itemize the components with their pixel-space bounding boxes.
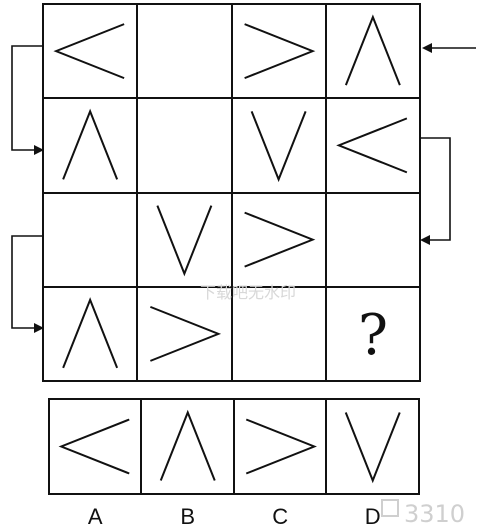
option-label-c: C: [272, 504, 288, 529]
watermark-logo-icon: [381, 499, 399, 517]
watermark-corner-text: 3310: [404, 500, 465, 528]
chevron-right-icon: [244, 23, 316, 80]
chevron-up-icon: [344, 14, 401, 86]
chevron-down-icon: [250, 111, 307, 183]
chevron-left-icon: [53, 23, 125, 80]
chevron-up-icon: [62, 297, 119, 369]
chevron-left-icon: [336, 117, 408, 174]
option-label-b: B: [180, 504, 195, 529]
arrowhead-icon: [422, 43, 432, 53]
arrowhead-icon: [34, 323, 44, 333]
path-arrows: [11, 45, 476, 329]
option-label-a: A: [88, 504, 103, 529]
option-labels: A B C D: [88, 504, 381, 529]
grid-shapes: [53, 14, 408, 369]
option-d-chevron-icon: [344, 412, 401, 484]
chevron-right-icon: [244, 211, 316, 268]
arrowhead-icon: [420, 235, 430, 245]
options-strip: [48, 398, 420, 495]
connector-row-2-to-3: [420, 137, 451, 241]
watermark-corner: 3310: [381, 499, 465, 528]
chevron-right-icon: [150, 305, 222, 362]
question-mark: ?: [358, 303, 388, 368]
connector-row-3-to-4: [11, 235, 43, 329]
watermark-center: 下载吧无水印: [200, 283, 296, 302]
option-b-chevron-icon: [159, 409, 216, 481]
chevron-down-icon: [156, 205, 213, 277]
chevron-up-icon: [62, 108, 119, 180]
arrowheads: [34, 43, 432, 333]
option-a-chevron-icon: [58, 418, 130, 475]
option-c-chevron-icon: [245, 418, 317, 475]
option-shapes: [58, 409, 401, 484]
connector-row-1-to-2: [11, 45, 43, 151]
option-label-d: D: [365, 504, 381, 529]
puzzle-grid: [42, 3, 421, 382]
arrowhead-icon: [34, 145, 44, 155]
